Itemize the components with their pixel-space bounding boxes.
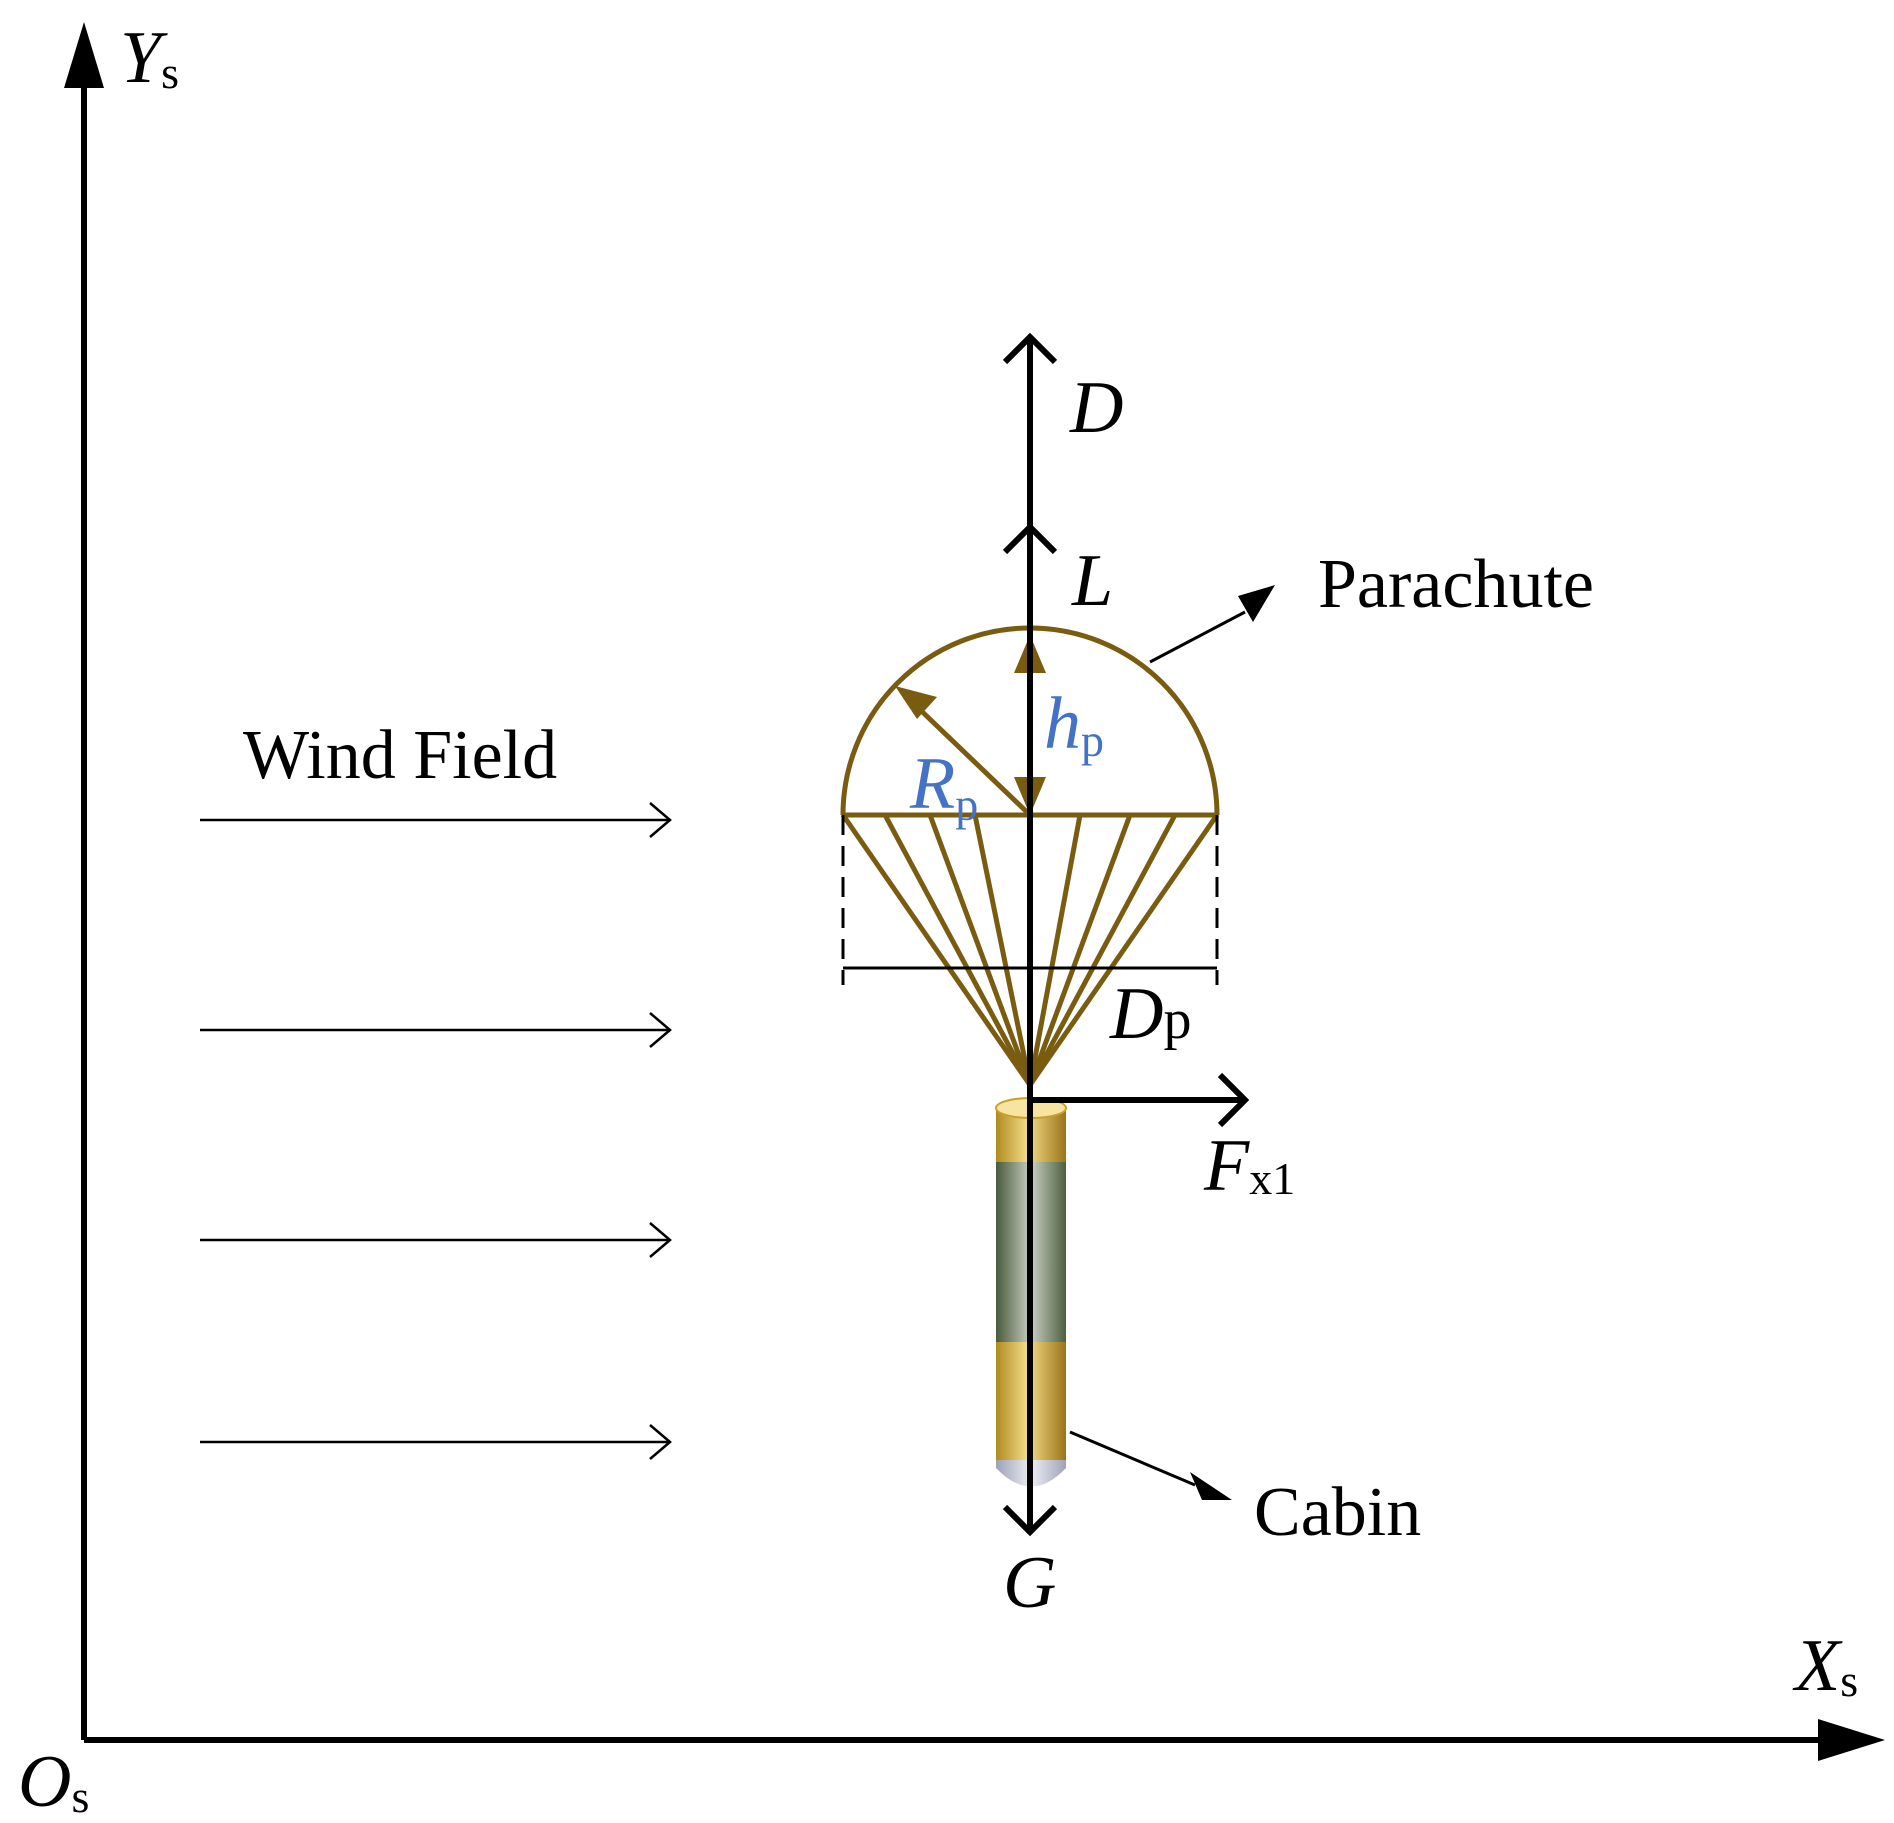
wind-arrows (200, 802, 672, 1460)
suspension-lines (840, 813, 1220, 1087)
y-axis-arrowhead-icon (64, 22, 104, 88)
suspension-line (1027, 813, 1220, 1087)
origin-label: Os (18, 1741, 89, 1823)
parachute-leader-arrowhead-icon (1238, 585, 1275, 622)
diameter-label: Dp (1109, 973, 1191, 1055)
parachute-label: Parachute (1318, 546, 1594, 623)
y-axis-label: Ys (120, 17, 179, 99)
lift-arrowhead-icon (1002, 522, 1058, 555)
gravity-arrowhead-icon (1002, 1504, 1058, 1537)
x-axis-arrowhead-icon (1818, 1719, 1885, 1761)
radius-arrow (895, 686, 1032, 817)
drag-label: D (1069, 367, 1123, 449)
x-axis-label: Xs (1792, 1625, 1858, 1707)
suspension-line (1027, 813, 1178, 1087)
side-force-label: Fx1 (1203, 1125, 1295, 1207)
radius-label: Rp (909, 743, 978, 830)
wind-field-label: Wind Field (243, 717, 557, 794)
wind-arrow (200, 1424, 672, 1460)
wind-arrow (200, 1222, 672, 1258)
drag-arrowhead-icon (1002, 332, 1058, 365)
lift-label: L (1071, 540, 1113, 622)
cabin-leader (1069, 1430, 1232, 1500)
x-axis (84, 1719, 1885, 1761)
suspension-line (882, 813, 1033, 1087)
wind-arrow (200, 1012, 672, 1048)
y-axis (64, 22, 104, 1740)
suspension-line (840, 813, 1033, 1087)
radius-arrowhead-icon (895, 686, 937, 719)
height-label: hp (1044, 683, 1104, 766)
cabin-label: Cabin (1254, 1474, 1421, 1551)
cabin-leader-arrowhead-icon (1190, 1472, 1232, 1500)
parachute-leader (1149, 585, 1275, 664)
vertical-force-line (1002, 332, 1058, 1537)
suspension-line (1027, 814, 1133, 1086)
wind-arrow (200, 802, 672, 838)
side-force-arrowhead-icon (1217, 1072, 1250, 1128)
gravity-label: G (1003, 1542, 1056, 1624)
suspension-line (1027, 814, 1083, 1086)
suspension-line (927, 814, 1033, 1086)
suspension-line (972, 814, 1033, 1086)
side-force-arrow (1030, 1072, 1250, 1128)
